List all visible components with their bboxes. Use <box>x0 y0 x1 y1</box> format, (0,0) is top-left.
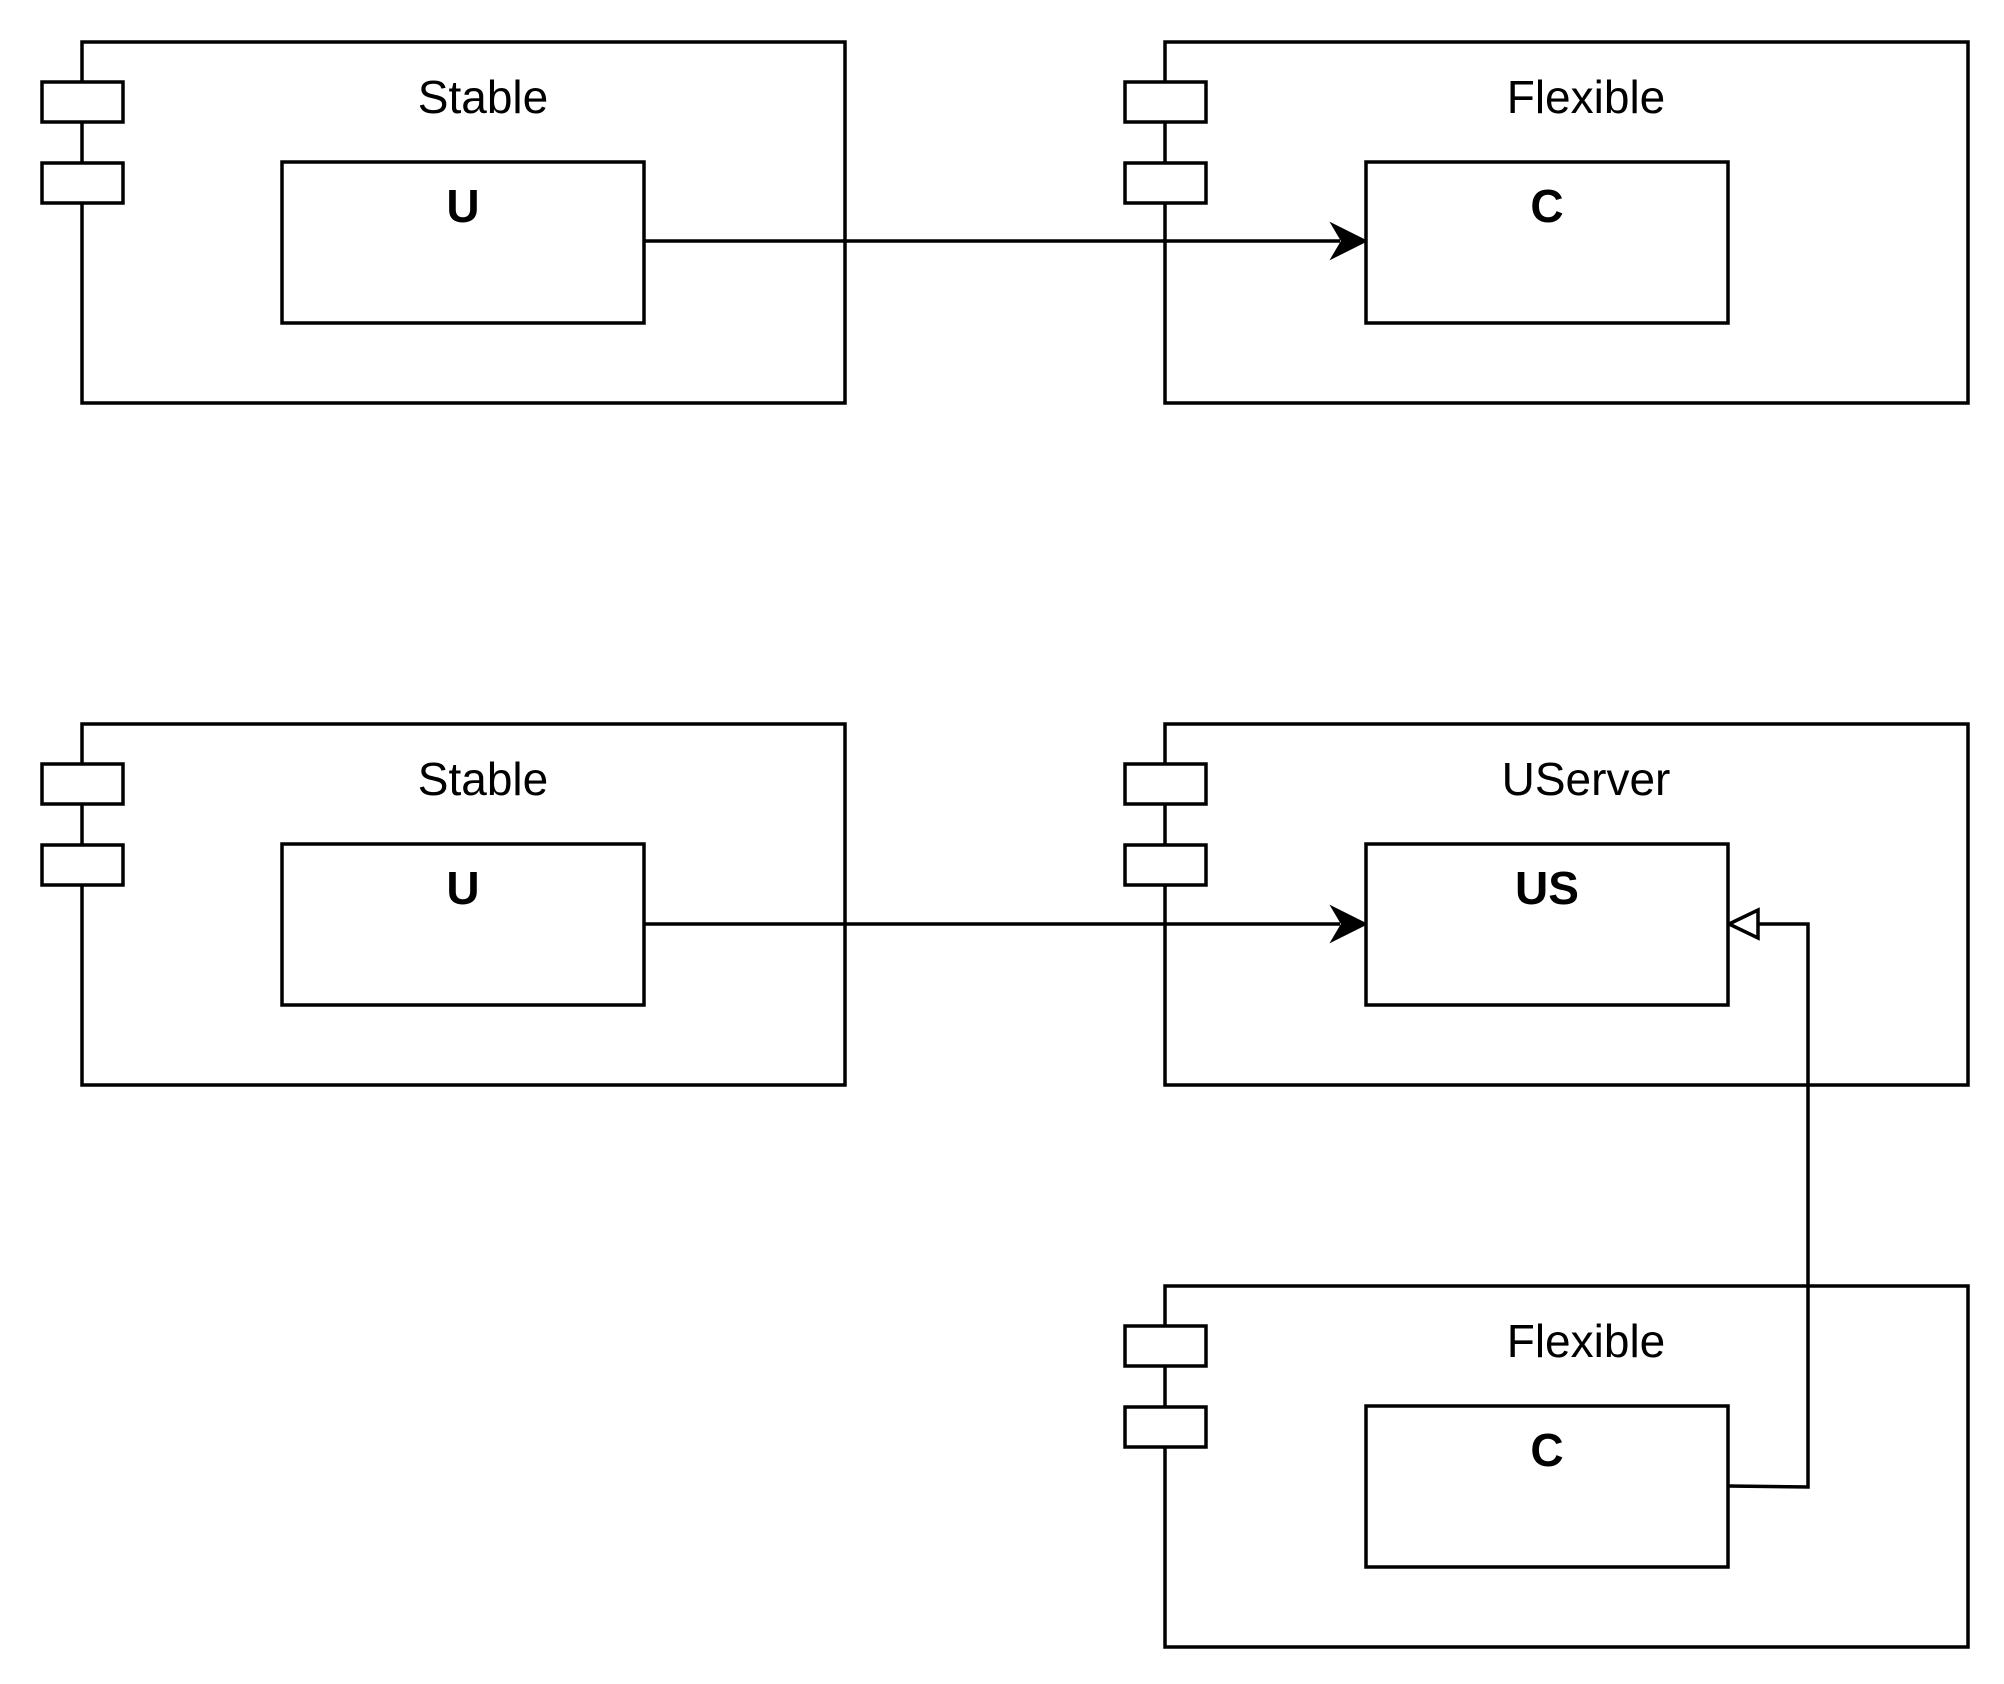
component-port-icon <box>40 762 125 806</box>
hollow-arrowhead-icon <box>1724 907 1760 941</box>
bottom-class-us[interactable]: US <box>1364 842 1730 1007</box>
component-title: UServer <box>1502 753 1671 805</box>
component-port-icon <box>1123 1405 1208 1449</box>
class-box <box>280 160 646 325</box>
class-box <box>1364 160 1730 325</box>
component-port-icon <box>1123 762 1208 806</box>
top-class-c[interactable]: C <box>1364 160 1730 325</box>
class-box <box>280 842 646 1007</box>
bottom-class-u[interactable]: U <box>280 842 646 1007</box>
component-port-icon <box>1123 80 1208 124</box>
component-port-icon <box>40 80 125 124</box>
class-name: U <box>446 180 479 232</box>
class-box <box>1364 1404 1730 1569</box>
top-class-u[interactable]: U <box>280 160 646 325</box>
component-title: Stable <box>418 753 548 805</box>
component-title: Stable <box>418 71 548 123</box>
component-port-icon <box>1123 161 1208 205</box>
top-stable-component[interactable]: Stable <box>40 40 847 405</box>
arrowhead-icon <box>1329 904 1369 944</box>
bottom-dependency-arrow[interactable] <box>644 904 1369 944</box>
component-port-icon <box>1123 843 1208 887</box>
class-box <box>1364 842 1730 1007</box>
class-name: US <box>1515 862 1579 914</box>
arrowhead-icon <box>1329 221 1369 261</box>
class-name: C <box>1530 1424 1563 1476</box>
component-title: Flexible <box>1507 1315 1666 1367</box>
bottom-class-c[interactable]: C <box>1364 1404 1730 1569</box>
top-dependency-arrow[interactable] <box>644 221 1369 261</box>
class-name: C <box>1530 180 1563 232</box>
component-port-icon <box>1123 1324 1208 1368</box>
connector-line <box>1727 922 1810 1489</box>
component-port-icon <box>40 843 125 887</box>
component-title: Flexible <box>1507 71 1666 123</box>
realization-arrow[interactable] <box>1724 907 1810 1489</box>
class-name: U <box>446 862 479 914</box>
component-port-icon <box>40 161 125 205</box>
